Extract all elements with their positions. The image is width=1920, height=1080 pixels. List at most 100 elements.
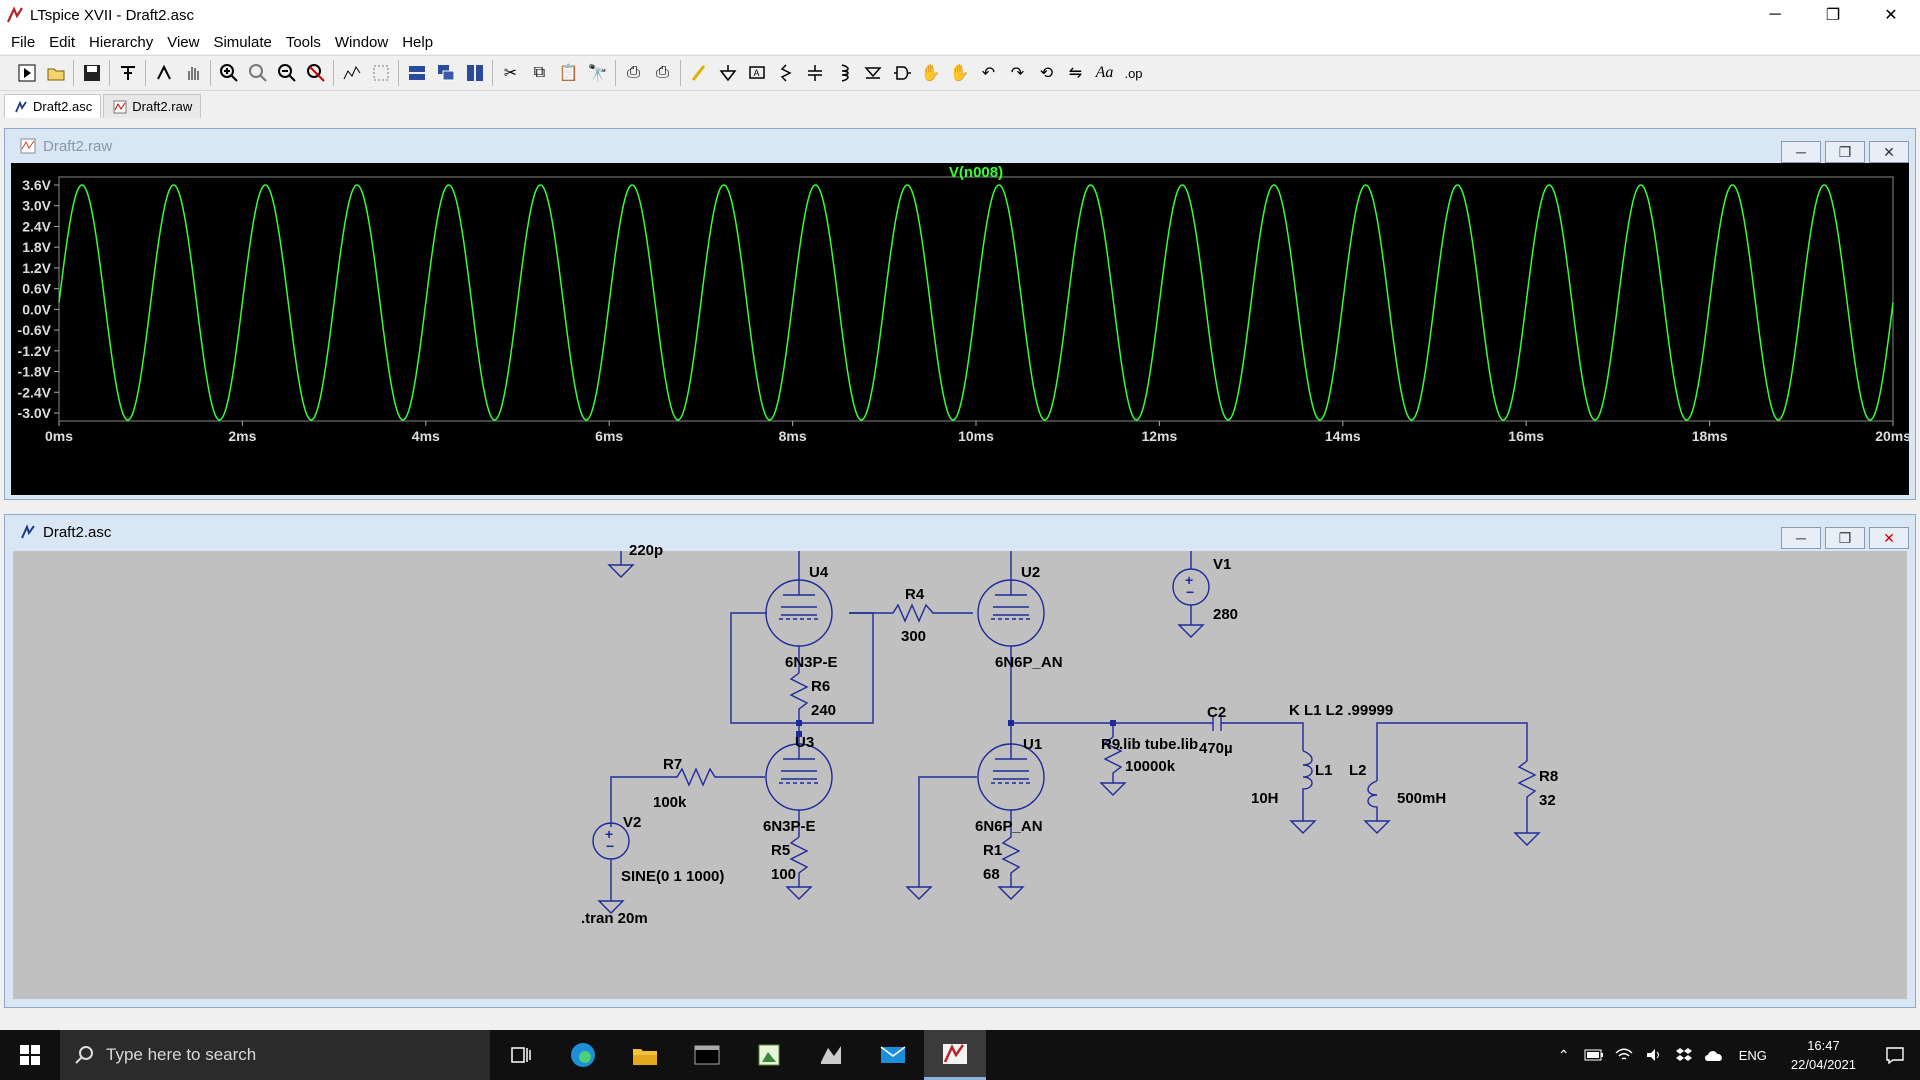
minimize-button[interactable]: ─ bbox=[1769, 6, 1781, 23]
label-v2-val: SINE(0 1 1000) bbox=[621, 868, 724, 885]
clock[interactable]: 16:47 22/04/2021 bbox=[1777, 1036, 1870, 1074]
resistor-icon[interactable] bbox=[771, 58, 800, 88]
mail-icon[interactable] bbox=[862, 1030, 924, 1080]
child-close-button[interactable]: ✕ bbox=[1869, 141, 1909, 163]
waveform-window-titlebar[interactable]: Draft2.raw bbox=[5, 129, 1915, 163]
capacitor-icon[interactable] bbox=[800, 58, 829, 88]
label-k: K L1 L2 .99999 bbox=[1289, 702, 1393, 719]
notification-icon[interactable] bbox=[1870, 1046, 1920, 1065]
move-hand-icon[interactable]: ✋ bbox=[920, 65, 941, 82]
print-icon[interactable]: ⎙ bbox=[627, 64, 640, 81]
text-icon[interactable]: Aa bbox=[1095, 64, 1114, 81]
edge-browser-icon[interactable] bbox=[552, 1030, 614, 1080]
file-explorer-icon[interactable] bbox=[614, 1030, 676, 1080]
app-icon[interactable] bbox=[800, 1030, 862, 1080]
child-close-button[interactable]: ✕ bbox=[1869, 527, 1909, 549]
tab-draft2-asc[interactable]: Draft2.asc bbox=[4, 94, 102, 118]
component-icon[interactable] bbox=[887, 58, 916, 88]
tile-horizontal-icon[interactable] bbox=[402, 58, 431, 88]
windows-start-icon[interactable] bbox=[0, 1030, 60, 1080]
y-tick-label: -0.6V bbox=[18, 322, 52, 338]
tab-label: Draft2.raw bbox=[132, 99, 193, 114]
language-indicator[interactable]: ENG bbox=[1738, 1047, 1767, 1063]
child-restore-button[interactable]: ❐ bbox=[1825, 141, 1865, 163]
search-placeholder: Type here to search bbox=[106, 1045, 257, 1064]
save-icon[interactable] bbox=[77, 58, 106, 88]
label-c2-val: 470µ bbox=[1199, 740, 1233, 757]
terminal-icon[interactable] bbox=[676, 1030, 738, 1080]
mirror-icon[interactable]: ⇋ bbox=[1068, 65, 1083, 82]
chevron-up-icon[interactable]: ⌃ bbox=[1557, 1046, 1570, 1063]
menu-hierarchy[interactable]: Hierarchy bbox=[89, 33, 154, 51]
child-minimize-button[interactable]: ─ bbox=[1781, 141, 1821, 163]
diode-icon[interactable] bbox=[858, 58, 887, 88]
child-restore-button[interactable]: ❐ bbox=[1825, 527, 1865, 549]
menu-edit[interactable]: Edit bbox=[49, 33, 76, 51]
tab-draft2-raw[interactable]: Draft2.raw bbox=[103, 94, 202, 118]
run-icon[interactable] bbox=[12, 58, 41, 88]
volume-icon[interactable] bbox=[1639, 1047, 1669, 1063]
label-r4-val: 300 bbox=[901, 628, 926, 645]
y-tick-label: -2.4V bbox=[18, 384, 52, 400]
print-preview-icon[interactable]: ⎙ bbox=[656, 64, 669, 81]
taskbar-search[interactable]: Type here to search bbox=[60, 1030, 490, 1080]
halt-icon[interactable] bbox=[149, 58, 178, 88]
waveform-plot-svg[interactable]: V(n008)3.6V3.0V2.4V1.8V1.2V0.6V0.0V-0.6V… bbox=[11, 163, 1912, 495]
redo-icon[interactable]: ↷ bbox=[1010, 65, 1025, 82]
battery-icon[interactable] bbox=[1579, 1049, 1609, 1061]
cut-icon[interactable]: ✂ bbox=[503, 65, 518, 82]
wifi-icon[interactable] bbox=[1609, 1047, 1639, 1063]
cascade-icon[interactable] bbox=[431, 58, 460, 88]
undo-icon[interactable]: ↶ bbox=[981, 65, 996, 82]
autorange-icon[interactable] bbox=[337, 58, 366, 88]
x-tick-label: 8ms bbox=[779, 428, 807, 444]
draw-wire-icon[interactable] bbox=[684, 58, 713, 88]
inductor-icon[interactable] bbox=[829, 58, 858, 88]
svg-text:A: A bbox=[753, 68, 759, 78]
toolbar-separator bbox=[492, 60, 493, 86]
tile-vertical-icon[interactable] bbox=[460, 58, 489, 88]
onedrive-icon[interactable] bbox=[1699, 1048, 1729, 1062]
menu-help[interactable]: Help bbox=[402, 33, 434, 51]
ground-icon[interactable] bbox=[713, 58, 742, 88]
paste-icon[interactable]: 📋 bbox=[558, 65, 579, 82]
find-icon[interactable]: 🔭 bbox=[587, 65, 608, 82]
restore-button[interactable]: ❐ bbox=[1825, 7, 1841, 24]
drag-hand-icon[interactable]: ✋ bbox=[949, 65, 970, 82]
child-minimize-button[interactable]: ─ bbox=[1781, 527, 1821, 549]
system-tray: ⌃ ENG 16:47 22/04/2021 bbox=[1549, 1030, 1920, 1080]
zoom-out-icon[interactable] bbox=[272, 58, 301, 88]
label-u3-model: 6N3P-E bbox=[763, 818, 816, 835]
rotate-icon[interactable]: ⟲ bbox=[1039, 65, 1054, 82]
menu-simulate[interactable]: Simulate bbox=[213, 33, 272, 51]
toolbar-separator bbox=[333, 60, 334, 86]
spice-directive-icon[interactable]: .op bbox=[1124, 65, 1143, 81]
pan-hand-icon[interactable] bbox=[178, 58, 207, 88]
tab-label: Draft2.asc bbox=[33, 99, 93, 114]
close-button[interactable]: ✕ bbox=[1884, 7, 1898, 24]
ltspice-taskbar-icon[interactable] bbox=[924, 1030, 986, 1080]
control-panel-icon[interactable] bbox=[113, 58, 142, 88]
grid-icon[interactable] bbox=[366, 58, 395, 88]
label-u3: U3 bbox=[795, 734, 814, 751]
image-editor-icon[interactable] bbox=[738, 1030, 800, 1080]
task-view-icon[interactable] bbox=[490, 1030, 552, 1080]
zoom-in-icon[interactable] bbox=[214, 58, 243, 88]
open-folder-icon[interactable] bbox=[41, 58, 70, 88]
zoom-fit-icon[interactable] bbox=[301, 58, 330, 88]
zoom-pan-icon[interactable] bbox=[243, 58, 272, 88]
dropbox-icon[interactable] bbox=[1669, 1047, 1699, 1063]
schematic-window-titlebar[interactable]: Draft2.asc bbox=[5, 515, 1915, 549]
clock-time: 16:47 bbox=[1807, 1038, 1840, 1053]
label-r9-val: 10000k bbox=[1125, 758, 1176, 775]
label-net-icon[interactable]: A bbox=[742, 58, 771, 88]
copy-icon[interactable]: ⧉ bbox=[533, 64, 546, 81]
schematic-canvas[interactable]: +− +− 220p U4 6N3P-E R4 300 U2 6N6P_AN V… bbox=[13, 542, 1907, 999]
label-r7-val: 100k bbox=[653, 794, 687, 811]
menu-file[interactable]: File bbox=[11, 33, 36, 51]
menu-window[interactable]: Window bbox=[334, 33, 389, 51]
menu-tools[interactable]: Tools bbox=[285, 33, 321, 51]
menu-view[interactable]: View bbox=[167, 33, 200, 51]
